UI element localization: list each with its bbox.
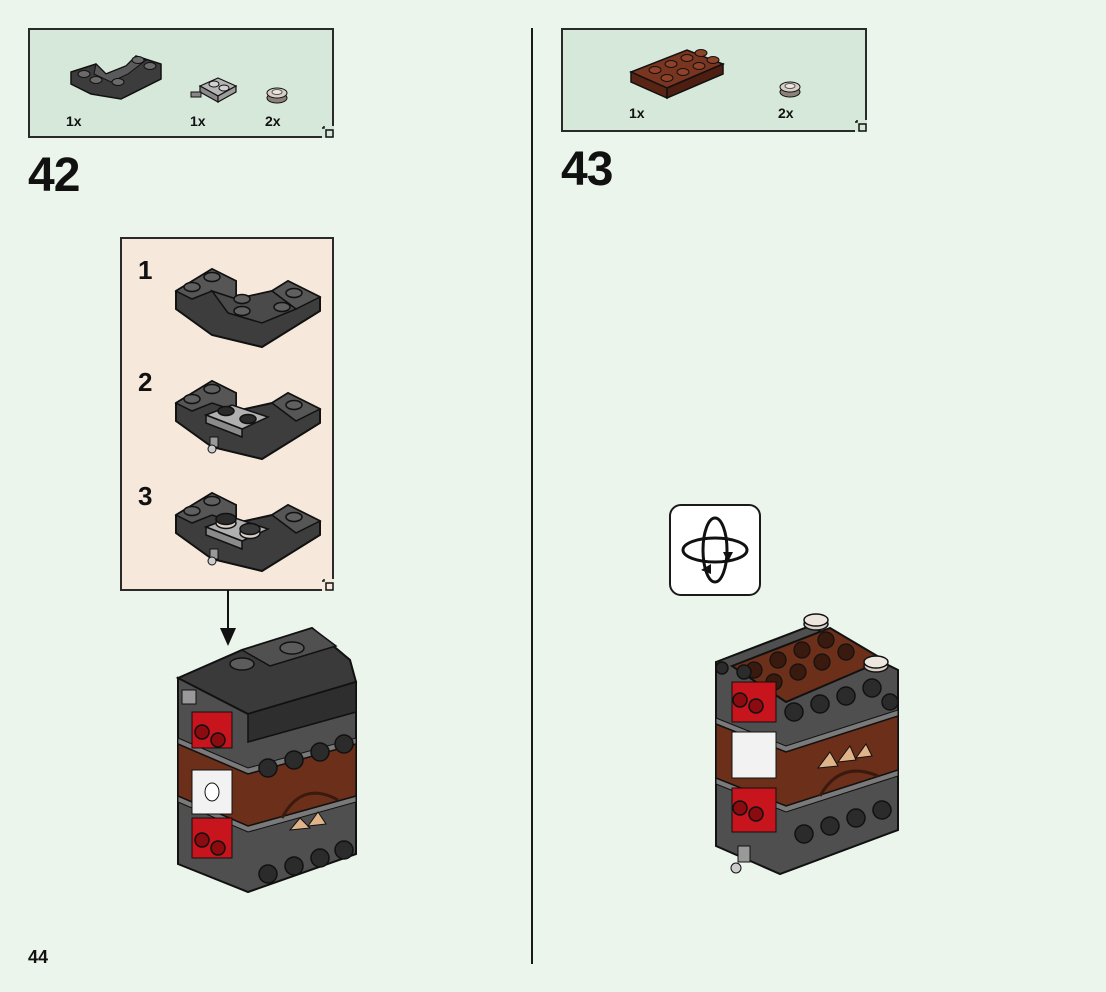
step-number-43: 43 (561, 143, 613, 196)
model-step-42-illustration (175, 626, 358, 894)
rotate-model-icon (669, 504, 761, 596)
column-divider (531, 28, 533, 964)
round-tile-part-icon (266, 87, 288, 104)
substep-number: 2 (138, 367, 153, 397)
page-number: 44 (28, 947, 49, 967)
corner-marker-icon (322, 126, 334, 138)
brown-plate-part-icon (629, 49, 725, 100)
part-qty: 2x (265, 113, 281, 129)
substep-1-illustration (174, 267, 322, 349)
round-tile-part-icon (779, 81, 801, 98)
parts-callout-42: 1x 1x 2x (28, 28, 334, 138)
model-step-43-illustration (715, 613, 899, 876)
substep-3-illustration (174, 491, 322, 573)
plate-with-clip-part-icon (190, 77, 238, 104)
part-qty: 1x (190, 113, 206, 129)
rotate-arrows-icon (681, 516, 749, 584)
substep-number: 3 (138, 481, 153, 511)
parts-callout-43: 1x 2x (561, 28, 867, 132)
step-number-42: 42 (28, 149, 80, 202)
corner-marker-icon (322, 579, 334, 591)
substep-number: 1 (138, 255, 153, 285)
part-qty: 2x (778, 105, 794, 121)
part-qty: 1x (629, 105, 645, 121)
attach-arrow-icon (220, 590, 236, 646)
subassembly-callout: 1 2 3 (120, 237, 334, 591)
substep-2-illustration (174, 379, 322, 461)
corner-marker-icon (855, 120, 867, 132)
part-qty: 1x (66, 113, 82, 129)
inverted-slope-part-icon (70, 55, 162, 100)
